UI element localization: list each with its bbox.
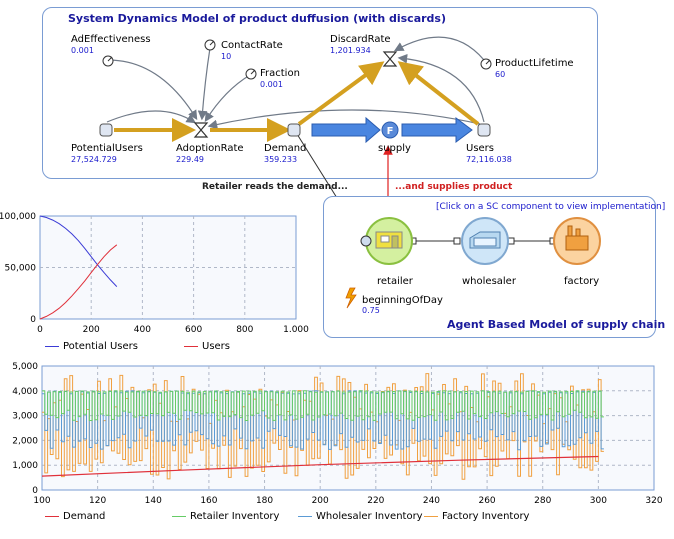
- chart2-x-tick-label: 180: [256, 496, 273, 506]
- contactrate-gauge-icon: [204, 39, 216, 51]
- adoptionrate-valve: [193, 122, 209, 138]
- ab-model-title: Agent Based Model of supply chain: [447, 318, 666, 331]
- chart2-x-tick-label: 320: [645, 496, 662, 506]
- link-fraction-adoption: [204, 74, 251, 123]
- chart1-x-tick-label: 200: [83, 325, 100, 335]
- legend-potential-users: Potential Users: [45, 341, 138, 352]
- legend-users: Users: [184, 341, 230, 352]
- link-left-caption: Retailer reads the demand...: [202, 182, 348, 192]
- users-label: Users: [466, 143, 495, 154]
- chart1-y-tick-label: 0: [30, 315, 36, 325]
- fraction-gauge-icon: [245, 68, 257, 80]
- adoptionrate-value: 229.49: [176, 155, 204, 164]
- link-contact-adoption: [197, 47, 211, 121]
- supply-label: supply: [378, 143, 411, 154]
- users-stock: [477, 123, 491, 137]
- sd-model-title: System Dynamics Model of product duffusi…: [68, 12, 446, 25]
- users-value: 72,116.038: [466, 155, 512, 164]
- lightning-icon: [345, 287, 357, 309]
- wholesaler-node[interactable]: [461, 217, 509, 265]
- discardrate-valve: [382, 51, 398, 67]
- adeffectiveness-value: 0.001: [71, 46, 94, 55]
- chart2-series-0-line: [41, 455, 599, 477]
- potentialusers-value: 27,524.729: [71, 155, 117, 164]
- legend-factory-inventory: Factory Inventory: [424, 511, 529, 522]
- chart2-x-tick-label: 280: [534, 496, 551, 506]
- beginningofday-value: 0.75: [362, 306, 380, 315]
- chart2-x-tick-label: 100: [33, 496, 50, 506]
- potentialusers-stock: [99, 123, 113, 137]
- demand-value: 359.233: [264, 155, 298, 164]
- wholesaler-label: wholesaler: [462, 276, 516, 287]
- fraction-label: Fraction: [260, 68, 300, 79]
- chart2-x-tick-label: 120: [89, 496, 106, 506]
- sc-hint: [Click on a SC component to view impleme…: [436, 202, 666, 212]
- potentialusers-label: PotentialUsers: [71, 143, 143, 154]
- retailer-node[interactable]: [365, 217, 413, 265]
- sd-model-panel: [42, 7, 598, 179]
- chart2-x-tick-label: 240: [423, 496, 440, 506]
- demand-label: Demand: [264, 143, 307, 154]
- supply-function-icon: [381, 121, 399, 139]
- chart1-series-1-line: [39, 244, 118, 320]
- chart2-y-tick-label: 5,000: [12, 362, 38, 372]
- chart1-y-tick-label: 100,000: [0, 212, 36, 222]
- chart2-series-1-line: [42, 390, 604, 421]
- adeffectiveness-label: AdEffectiveness: [71, 34, 151, 45]
- productlifetime-value: 60: [495, 70, 506, 79]
- chart1-series-0-line: [39, 215, 118, 287]
- legend-wholesaler-inventory: Wholesaler Inventory: [298, 511, 423, 522]
- productlifetime-gauge-icon: [480, 58, 492, 70]
- retailer-input-port: [360, 235, 372, 247]
- chart2-x-tick-label: 140: [145, 496, 162, 506]
- svg-text:F: F: [387, 126, 394, 137]
- chart1-x-tick-label: 1.000: [283, 325, 309, 335]
- link-right-caption: ...and supplies product: [395, 182, 513, 192]
- contactrate-value: 10: [221, 52, 232, 61]
- adoptionrate-label: AdoptionRate: [176, 143, 244, 154]
- discardrate-value: 1,201.934: [330, 46, 371, 55]
- legend-retailer-inventory: Retailer Inventory: [172, 511, 279, 522]
- chart2-y-tick-label: 2,000: [12, 436, 38, 446]
- productlifetime-label: ProductLifetime: [495, 58, 574, 69]
- fraction-value: 0.001: [260, 80, 283, 89]
- chart1-x-tick-label: 400: [134, 325, 151, 335]
- link-users-discard: [397, 53, 485, 123]
- chart2-y-tick-label: 4,000: [12, 387, 38, 397]
- link-lifetime-discard: [393, 36, 485, 61]
- link-users-adoption: [207, 109, 481, 130]
- factory-label: factory: [564, 276, 600, 287]
- legend-demand: Demand: [45, 511, 105, 522]
- discardrate-label: DiscardRate: [330, 34, 391, 45]
- factory-node[interactable]: [553, 217, 601, 265]
- chart2-x-tick-label: 160: [200, 496, 217, 506]
- chart2-y-tick-label: 1,000: [12, 461, 38, 471]
- link-adeff-adoption: [107, 59, 198, 121]
- retailer-label: retailer: [377, 276, 413, 287]
- chart1-x-tick-label: 600: [185, 325, 202, 335]
- chart1-x-tick-label: 800: [236, 325, 253, 335]
- adeffectiveness-gauge-icon: [102, 55, 114, 67]
- chart2-x-tick-label: 200: [312, 496, 329, 506]
- chart1-y-tick-label: 50,000: [5, 264, 37, 274]
- chart2-y-tick-label: 3,000: [12, 412, 38, 422]
- chart1-x-tick-label: 0: [37, 325, 43, 335]
- demand-stock: [287, 123, 301, 137]
- chart2-x-tick-label: 300: [590, 496, 607, 506]
- chart2-x-tick-label: 260: [478, 496, 495, 506]
- contactrate-label: ContactRate: [221, 40, 283, 51]
- chart2-x-tick-label: 220: [367, 496, 384, 506]
- chart2-y-tick-label: 0: [32, 486, 38, 496]
- beginningofday-label: beginningOfDay: [362, 295, 443, 306]
